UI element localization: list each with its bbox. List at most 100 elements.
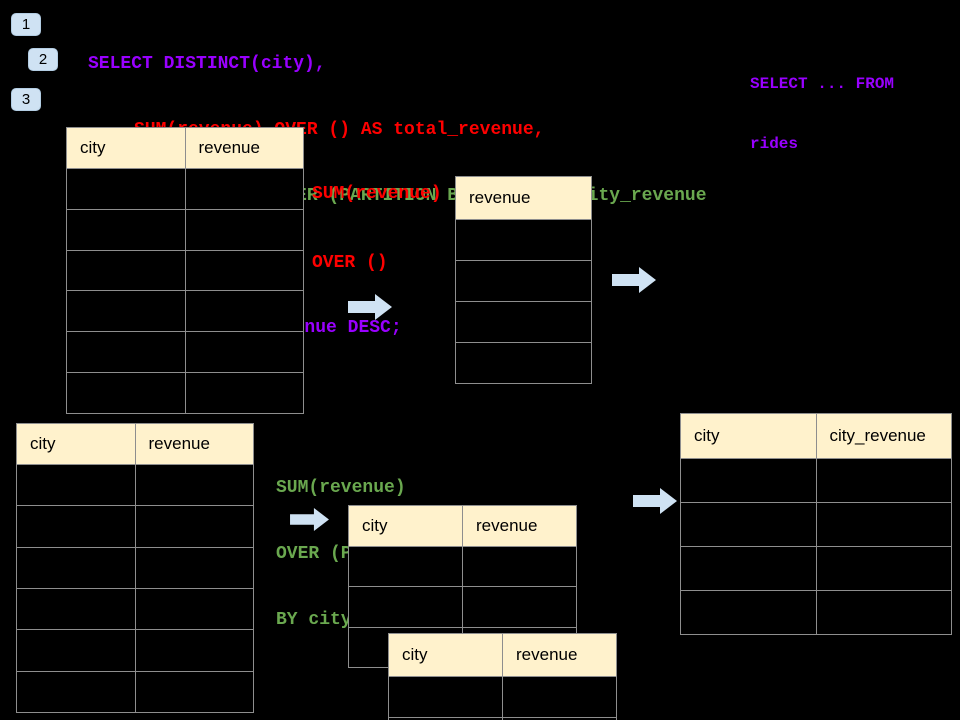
column-header-city: city (349, 506, 463, 546)
table-cell (349, 587, 463, 627)
table-cell (456, 261, 591, 301)
table-cell (17, 465, 136, 506)
table-cell (186, 291, 304, 331)
table-row (17, 670, 254, 712)
table-cell (67, 169, 186, 209)
step-badge-label: 2 (38, 51, 48, 68)
table-total-revenue: revenue (455, 176, 592, 384)
table-row (67, 290, 304, 332)
table-row (456, 260, 591, 301)
table-cell (17, 630, 136, 671)
table-partition-front: city revenue (388, 633, 617, 720)
table-cell (186, 169, 304, 209)
column-header-city: city (389, 634, 503, 676)
column-header-revenue: revenue (469, 188, 531, 207)
table-cell (186, 210, 304, 250)
table-cell (817, 503, 952, 546)
total-revenue-note-line: SUM(revenue) (312, 184, 442, 204)
table-row (67, 208, 304, 250)
table-header: city revenue (389, 634, 616, 676)
table-cell (503, 677, 616, 717)
step-badge-label: 3 (21, 91, 31, 108)
table-cell (136, 465, 254, 505)
table-cell (186, 251, 304, 291)
table-row (681, 502, 951, 546)
column-header-city: city (681, 414, 817, 458)
table-header: city revenue (349, 506, 576, 546)
table-row (681, 458, 951, 502)
table-row (17, 629, 254, 671)
table-source-top: city revenue (66, 127, 304, 414)
table-header: city revenue (67, 128, 303, 168)
table-cell (817, 547, 952, 590)
table-cell (817, 459, 952, 502)
table-row (67, 331, 304, 373)
table-cell (67, 332, 186, 373)
step-badge-3: 3 (11, 88, 41, 111)
table-row (681, 590, 951, 634)
column-header-city: city (17, 424, 136, 464)
table-row (67, 372, 303, 413)
table-cell (681, 503, 817, 546)
table-cell (136, 672, 254, 712)
table-cell (463, 587, 576, 626)
column-header-city-revenue: city_revenue (829, 426, 926, 445)
table-row (389, 676, 616, 717)
table-header: city city_revenue (681, 414, 951, 458)
right-arrow-icon (290, 508, 329, 531)
column-header-revenue: revenue (148, 434, 210, 453)
right-arrow-icon (612, 267, 656, 293)
table-cell (456, 220, 591, 260)
table-cell (67, 250, 186, 291)
table-result: city city_revenue (680, 413, 952, 635)
step-badge-label: 1 (21, 16, 31, 33)
step-badge-2: 2 (28, 48, 58, 71)
table-cell (681, 459, 817, 502)
table-cell (136, 548, 254, 588)
from-rides-note: SELECT ... FROM rides (750, 34, 894, 194)
table-cell (463, 547, 576, 586)
table-cell (389, 718, 503, 720)
table-row (17, 587, 254, 630)
table-row (17, 546, 254, 588)
table-cell (67, 291, 186, 332)
table-row (681, 546, 951, 590)
table-cell (17, 547, 136, 588)
table-row (17, 464, 254, 506)
table-cell (817, 591, 952, 634)
table-cell (681, 547, 817, 590)
table-body (681, 458, 951, 634)
table-row (17, 505, 254, 547)
table-cell (67, 209, 186, 250)
table-header: revenue (456, 177, 591, 219)
table-row (456, 301, 591, 342)
total-revenue-note: SUM(revenue) OVER () (312, 137, 442, 321)
table-source-bottom: city revenue (16, 423, 254, 713)
table-cell (456, 343, 591, 383)
table-row (349, 546, 576, 587)
table-row (349, 586, 576, 627)
column-header-revenue: revenue (476, 516, 538, 535)
table-cell (67, 373, 186, 413)
table-body (456, 219, 591, 383)
table-cell (456, 302, 591, 342)
table-cell (186, 332, 304, 372)
table-cell (186, 373, 304, 413)
table-cell (136, 630, 254, 670)
column-header-revenue: revenue (516, 645, 578, 664)
table-cell (136, 506, 254, 546)
table-header: city revenue (17, 424, 253, 464)
table-body (67, 168, 303, 413)
partition-note-line: SUM(revenue) (276, 478, 406, 498)
table-cell (17, 671, 136, 712)
from-rides-note-line: rides (750, 135, 799, 153)
from-rides-note-line: SELECT ... FROM (750, 75, 895, 93)
table-cell (17, 506, 136, 547)
step-badge-1: 1 (11, 13, 41, 36)
table-row (67, 249, 304, 291)
column-header-city: city (67, 128, 186, 168)
right-arrow-icon (633, 488, 677, 514)
table-cell (136, 589, 254, 629)
table-body (389, 676, 616, 720)
